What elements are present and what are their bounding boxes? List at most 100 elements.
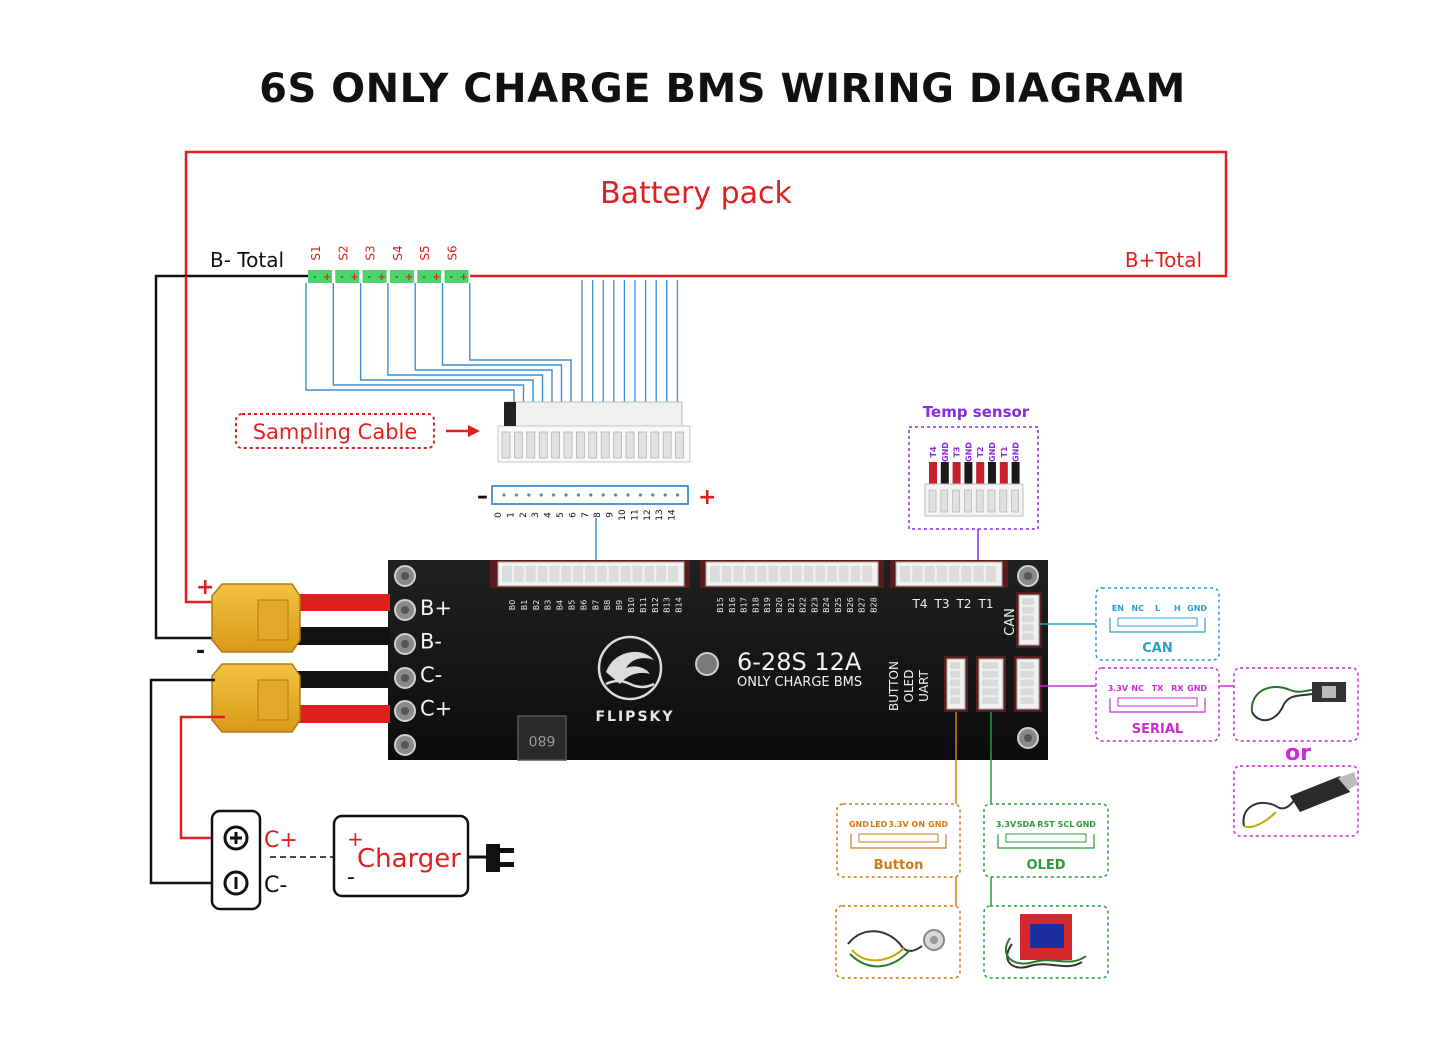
terminal-label-1: B- — [420, 630, 442, 654]
sampling-wire-0 — [305, 283, 515, 402]
balance-label-b: B22 — [799, 597, 808, 613]
pin-label: 11 — [630, 509, 640, 520]
sampling-wire-3 — [387, 283, 544, 402]
sampling-cable-box — [235, 413, 435, 449]
charge-port-minus-icon — [223, 870, 249, 896]
temp-plug-pin — [987, 489, 996, 513]
balance-port-a-pin — [513, 566, 524, 582]
button-connector-shape — [850, 834, 947, 849]
pin-dot — [638, 493, 643, 497]
terminal-label-0: B+ — [420, 596, 452, 620]
balance-port-b-pin — [815, 566, 826, 582]
balance-port-a-pin — [620, 566, 631, 582]
plug-pin — [514, 431, 523, 459]
cell-minus-sign: - — [450, 272, 454, 283]
balance-port-a-pin — [573, 566, 584, 582]
serial-pin-label: TX — [1152, 684, 1164, 693]
pin-dot — [576, 493, 581, 497]
cell-block-5 — [417, 270, 442, 283]
temp-port-label: T4 — [912, 597, 928, 611]
balance-label-a: B8 — [603, 600, 612, 611]
temp-wire — [999, 462, 1008, 484]
cable-b-plus — [290, 594, 390, 611]
pin-label: 3 — [531, 512, 541, 518]
temp-sensor-label: Temp sensor — [923, 403, 1030, 421]
uart-port-pin — [1020, 670, 1034, 678]
balance-label-b: B19 — [763, 597, 772, 613]
can-connector-shape — [1109, 618, 1206, 633]
balance-label-a: B6 — [579, 600, 588, 611]
sampling-wire-5 — [441, 283, 563, 402]
balance-port-b-pin — [803, 566, 814, 582]
sampling-cable-label: Sampling Cable — [253, 420, 418, 444]
cell-plus-sign: + — [432, 272, 440, 283]
plug-pin — [662, 431, 672, 459]
oled-connector-inner — [1005, 833, 1087, 843]
balance-port-b-pin — [792, 566, 802, 582]
can-pin-label: NC — [1131, 604, 1144, 613]
sampling-wire-2 — [359, 283, 534, 402]
balance-label-b: B16 — [728, 597, 737, 613]
pin-connector-body — [491, 485, 689, 505]
side-ports — [944, 592, 1042, 712]
button-port-pin — [950, 688, 960, 696]
wave-icon — [605, 679, 655, 689]
balance-label-a: B1 — [520, 600, 529, 611]
port-plus-label: C+ — [264, 828, 298, 853]
can-pinout-box — [1095, 587, 1220, 661]
balance-port-b-pin — [745, 566, 755, 582]
oled-pinout-box — [983, 803, 1109, 878]
pin-label: 4 — [544, 512, 554, 518]
power-cables — [211, 583, 390, 733]
screw-head — [401, 674, 409, 682]
pin-dot — [626, 493, 630, 497]
pin-label: 0 — [494, 512, 504, 518]
cell-minus-sign: - — [422, 272, 426, 283]
can-port-pin — [1022, 633, 1034, 640]
pin-label: 1 — [506, 512, 516, 518]
temp-port-pin — [900, 566, 911, 582]
pin-dot — [514, 493, 519, 497]
cell-minus-sign: - — [395, 272, 399, 283]
balance-port-b-pin — [733, 566, 744, 582]
balance-label-a: B2 — [532, 600, 541, 611]
b-plus-wire — [184, 276, 225, 604]
button-port-pin — [950, 670, 960, 678]
temp-wire — [964, 462, 973, 484]
pin-label: 6 — [568, 512, 578, 518]
pin-label: 9 — [606, 512, 616, 518]
oled-pin-label: SDA — [1017, 820, 1036, 829]
pin-dot — [564, 493, 568, 497]
balance-port-a-pin — [525, 566, 536, 582]
battery-pack-outline — [184, 150, 1228, 278]
pack-minus-sign: - — [196, 639, 205, 664]
dolphin-icon — [606, 651, 654, 684]
balance-label-a: B12 — [651, 597, 660, 613]
pin-connector-plus: + — [698, 485, 716, 510]
center-screw-icon — [695, 652, 719, 676]
balance-label-a: B3 — [544, 600, 553, 611]
oled-port-pin — [982, 688, 998, 696]
port-minus-label: C- — [264, 873, 287, 898]
b-minus-wire — [154, 274, 308, 640]
plug-pin — [551, 431, 560, 459]
cell-label-2: S2 — [336, 245, 350, 260]
balance-port-b-pin — [721, 566, 732, 582]
pin-dot — [663, 493, 667, 497]
plug-pin — [600, 431, 610, 459]
sampling-arrow-head — [468, 425, 480, 437]
b-minus-total-label: B- Total — [210, 248, 284, 272]
can-port-pin — [1022, 615, 1034, 623]
temp-plug-pin — [928, 489, 937, 513]
sampling-wire-4 — [414, 283, 553, 402]
temp-port-pin — [973, 566, 984, 582]
cell-minus-sign: - — [313, 272, 317, 283]
flipsky-logo-icon — [597, 635, 663, 701]
cell-plus-sign: + — [323, 272, 331, 283]
balance-port-b-pin — [850, 566, 861, 582]
cell-label-6: S6 — [446, 245, 460, 260]
balance-label-b: B26 — [846, 597, 855, 613]
